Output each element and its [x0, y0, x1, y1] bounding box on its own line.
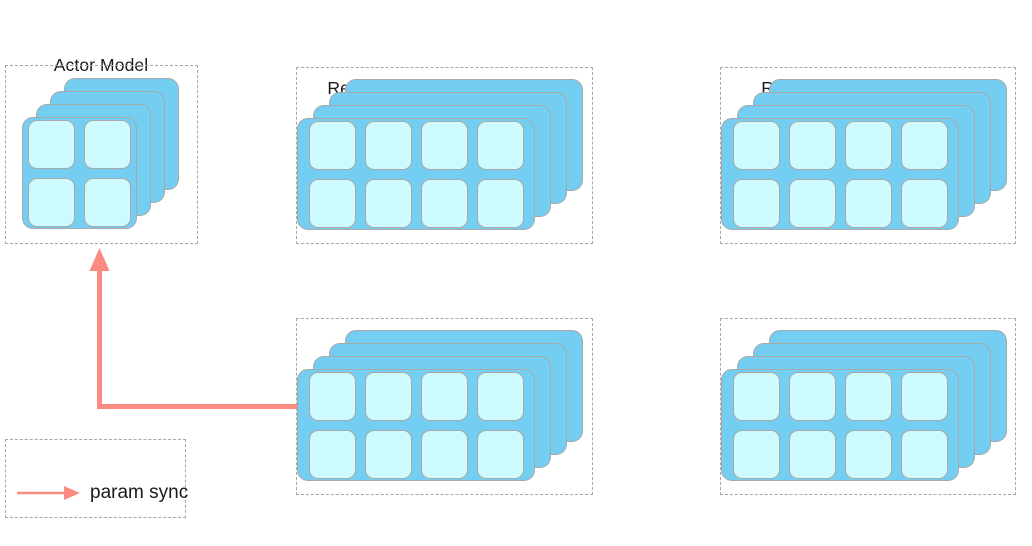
gpu-chip [364, 371, 412, 421]
group-box-reference[interactable] [296, 67, 593, 244]
gpu-chip [420, 120, 468, 170]
card-stack-actor-deepspeed [297, 319, 594, 496]
gpu-chip [364, 178, 412, 228]
gpu-chip [844, 429, 892, 479]
gpu-chip [788, 178, 836, 228]
gpu-chip [788, 120, 836, 170]
stack-card-front[interactable] [297, 369, 535, 481]
gpu-chip [420, 178, 468, 228]
gpu-chip [732, 429, 780, 479]
stack-card-front[interactable] [22, 117, 137, 229]
gpu-chip [308, 429, 356, 479]
legend-item-param-sync: param sync [16, 482, 188, 504]
param-sync-arrow-line [97, 266, 297, 409]
param-sync-arrow-head [89, 248, 110, 271]
stack-card-front[interactable] [297, 118, 535, 230]
stack-card-front[interactable] [721, 369, 959, 481]
legend-label-param-sync: param sync [90, 482, 189, 503]
group-box-actor-vllm[interactable] [5, 65, 198, 244]
gpu-chip [732, 371, 780, 421]
card-stack-actor-vllm [6, 66, 199, 245]
group-label-critic: Critic Model (deepspeed) [720, 504, 1016, 546]
gpu-chip [476, 178, 524, 228]
gpu-chip [420, 371, 468, 421]
card-stack-critic [721, 319, 1017, 496]
gpu-chip [900, 178, 948, 228]
gpu-chip [28, 119, 75, 169]
gpu-chip [844, 178, 892, 228]
gpu-chip [732, 120, 780, 170]
gpu-chip [84, 177, 131, 227]
gpu-chip [420, 429, 468, 479]
gpu-chip [476, 371, 524, 421]
gpu-chip [788, 429, 836, 479]
gpu-chip [844, 371, 892, 421]
gpu-chip [308, 120, 356, 170]
legend-arrow-icon [17, 486, 80, 500]
group-box-critic[interactable] [720, 318, 1016, 495]
card-stack-reference [297, 68, 594, 245]
stack-card-front[interactable] [721, 118, 959, 230]
gpu-chip [788, 371, 836, 421]
gpu-chip [900, 371, 948, 421]
card-stack-reward [721, 68, 1017, 245]
gpu-chip [844, 120, 892, 170]
gpu-chip [308, 178, 356, 228]
gpu-chip [84, 119, 131, 169]
gpu-chip [308, 371, 356, 421]
gpu-chip [28, 177, 75, 227]
gpu-chip [732, 178, 780, 228]
legend-box: param sync [5, 439, 188, 518]
gpu-chip [476, 429, 524, 479]
group-box-actor-deepspeed[interactable] [296, 318, 593, 495]
group-label-actor-deepspeed: Actor Model (deepspeed) [296, 504, 593, 546]
gpu-chip [364, 429, 412, 479]
gpu-chip [364, 120, 412, 170]
gpu-chip [900, 120, 948, 170]
gpu-chip [900, 429, 948, 479]
group-box-reward[interactable] [720, 67, 1016, 244]
gpu-chip [476, 120, 524, 170]
